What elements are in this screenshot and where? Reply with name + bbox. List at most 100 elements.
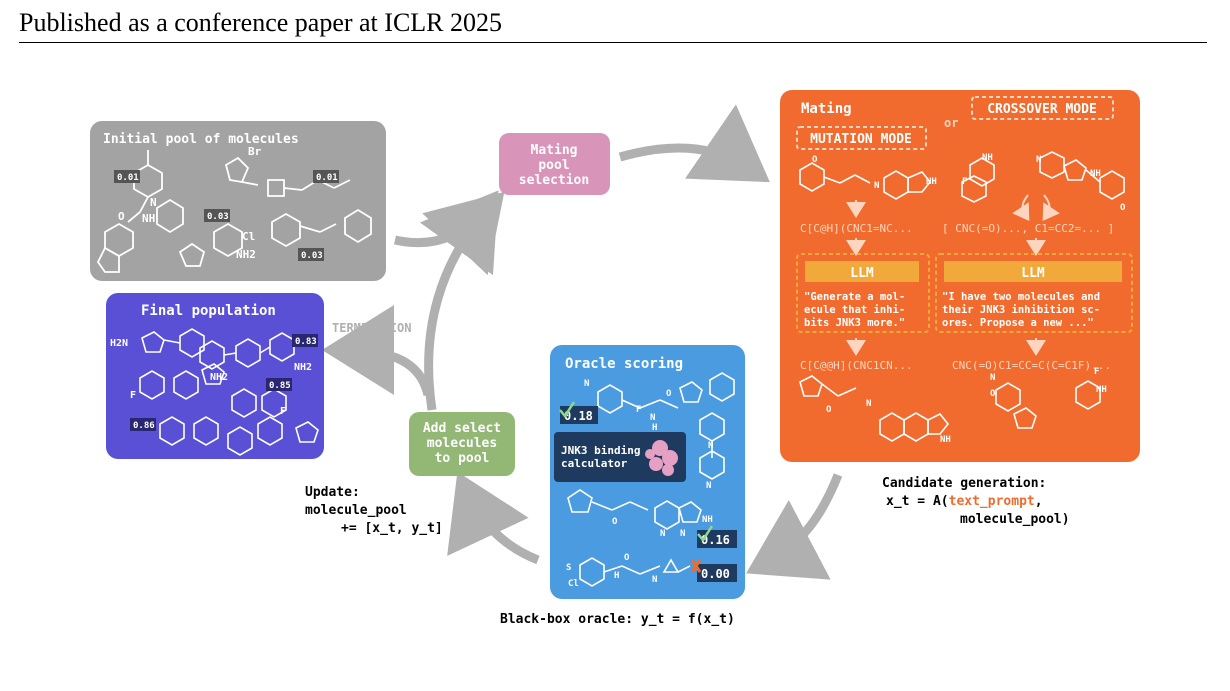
svg-text:F: F [962,177,967,187]
final-molecule-sketches [139,328,319,456]
svg-text:molecules: molecules [427,436,497,451]
arrow-oracle-to-add [447,471,540,565]
final-score-badges: 0.83 0.85 0.86 [130,334,318,431]
svg-text:F: F [636,405,641,415]
atom-cl: Cl [242,230,255,243]
final-population-title: Final population [141,303,276,319]
cycle-arrows [322,104,843,580]
svg-text:NH: NH [982,153,993,163]
atom-nh2: NH2 [294,362,312,373]
atom-h2n: H2N [110,338,128,349]
svg-text:their JNK3 inhibition sc-: their JNK3 inhibition sc- [942,304,1100,316]
protein-icon [645,440,678,476]
header-title: Published as a conference paper at ICLR … [19,8,503,37]
svg-text:+= [x_t, y_t]: += [x_t, y_t] [341,521,443,536]
smiles-in-left: C[C@H](CNC1=NC... [800,222,913,235]
score-badge: 0.03 [207,212,229,222]
cross-icon [690,559,702,573]
oracle-caption: Black-box oracle: y_t = f(x_t) [500,612,735,627]
svg-text:NH: NH [1090,169,1101,179]
svg-text:N: N [584,379,589,389]
svg-text:O: O [1120,203,1126,213]
svg-text:x_t = A(text_prompt,: x_t = A(text_prompt, [886,494,1043,509]
svg-text:ecule that inhi-: ecule that inhi- [804,304,905,316]
score-badge: 0.01 [316,173,338,183]
termination-label: TERMINATION [332,321,411,335]
arrow-add-to-mating [422,191,505,411]
check-icon [697,525,714,543]
llm-right-label: LLM [1021,266,1045,281]
atom-br: Br [248,145,262,158]
llm-left-label: LLM [850,266,874,281]
svg-text:Candidate generation:: Candidate generation: [882,476,1046,491]
smiles-out-left: C[C@@H](CNC1CN... [800,359,913,372]
svg-text:O: O [624,553,630,563]
initial-score-badges: 0.01 0.01 0.03 0.03 [114,170,339,261]
atom-f: F [130,390,136,401]
arrow-mating-to-panel [618,104,770,183]
score-badge: 0.03 [301,251,323,261]
svg-text:N: N [1036,155,1041,165]
atom-o: O [118,210,125,223]
svg-text:Mating: Mating [531,143,578,158]
svg-text:bits JNK3 more.": bits JNK3 more." [804,317,905,329]
svg-text:"Generate a mol-: "Generate a mol- [804,291,905,303]
oracle-panel-title: Oracle scoring [565,356,683,372]
score-badge: 0.85 [269,381,291,391]
svg-text:H: H [614,571,619,581]
svg-text:N: N [680,529,685,539]
calculator-line2: calculator [561,457,628,470]
svg-text:N: N [990,373,995,383]
svg-text:Add select: Add select [423,421,501,436]
svg-text:molecule_pool): molecule_pool) [960,512,1070,527]
svg-text:selection: selection [519,173,589,188]
svg-text:F: F [1094,367,1099,377]
atom-n: N [150,196,157,209]
svg-text:"I have two molecules and: "I have two molecules and [942,291,1100,303]
svg-text:NH: NH [1096,385,1107,395]
svg-text:O: O [812,155,818,165]
final-population-panel: Final population H2N NH2 NH2 F [106,293,324,459]
mutation-mode-label: MUTATION MODE [810,132,912,147]
svg-text:O: O [666,389,672,399]
atom-nh: NH [142,212,155,225]
svg-text:N: N [708,441,713,451]
svg-text:Cl: Cl [568,579,579,589]
arrow-termination [322,305,433,397]
candidate-generation-caption: Candidate generation: x_t = A(text_promp… [882,476,1070,527]
crossover-mode-label: CROSSOVER MODE [987,102,1097,117]
mating-molecule-sketches [799,151,1125,442]
mating-panel-title: Mating [801,101,852,117]
arrow-candidate-to-oracle [746,473,843,580]
smiles-in-right: [ CNC(=O)..., C1=CC2=... ] [942,222,1114,235]
svg-text:S: S [566,563,571,573]
svg-text:O: O [990,389,996,399]
mating-pool-box: Mating pool selection [499,133,610,195]
svg-text:N: N [874,181,879,191]
oracle-molecule-sketches [567,372,735,587]
page-header: Published as a conference paper at ICLR … [19,6,1207,43]
svg-text:molecule_pool: molecule_pool [305,503,407,518]
add-select-box: Add select molecules to pool [409,412,515,476]
or-label: or [944,116,958,130]
atom-nh2: NH2 [210,372,228,383]
svg-text:ores. Propose a new ...": ores. Propose a new ..." [942,317,1094,329]
score-badge: 0.18 [564,409,593,423]
svg-text:Update:: Update: [305,485,360,500]
oracle-panel: Oracle scoring N F [550,345,745,599]
svg-text:N: N [660,529,665,539]
score-badge: 0.16 [701,533,730,547]
svg-text:NH: NH [702,515,713,525]
score-badge: 0.86 [133,421,155,431]
score-badge: 0.83 [295,337,317,347]
check-icon [559,401,576,419]
svg-text:O: O [826,405,832,415]
svg-text:pool: pool [538,158,569,173]
calculator-line1: JNK3 binding [561,444,640,457]
update-caption: Update: molecule_pool += [x_t, y_t] [305,485,443,536]
svg-text:N: N [650,413,655,423]
score-badge: 0.00 [701,567,730,581]
atom-nh2: NH2 [236,248,256,261]
svg-text:N: N [706,481,711,491]
